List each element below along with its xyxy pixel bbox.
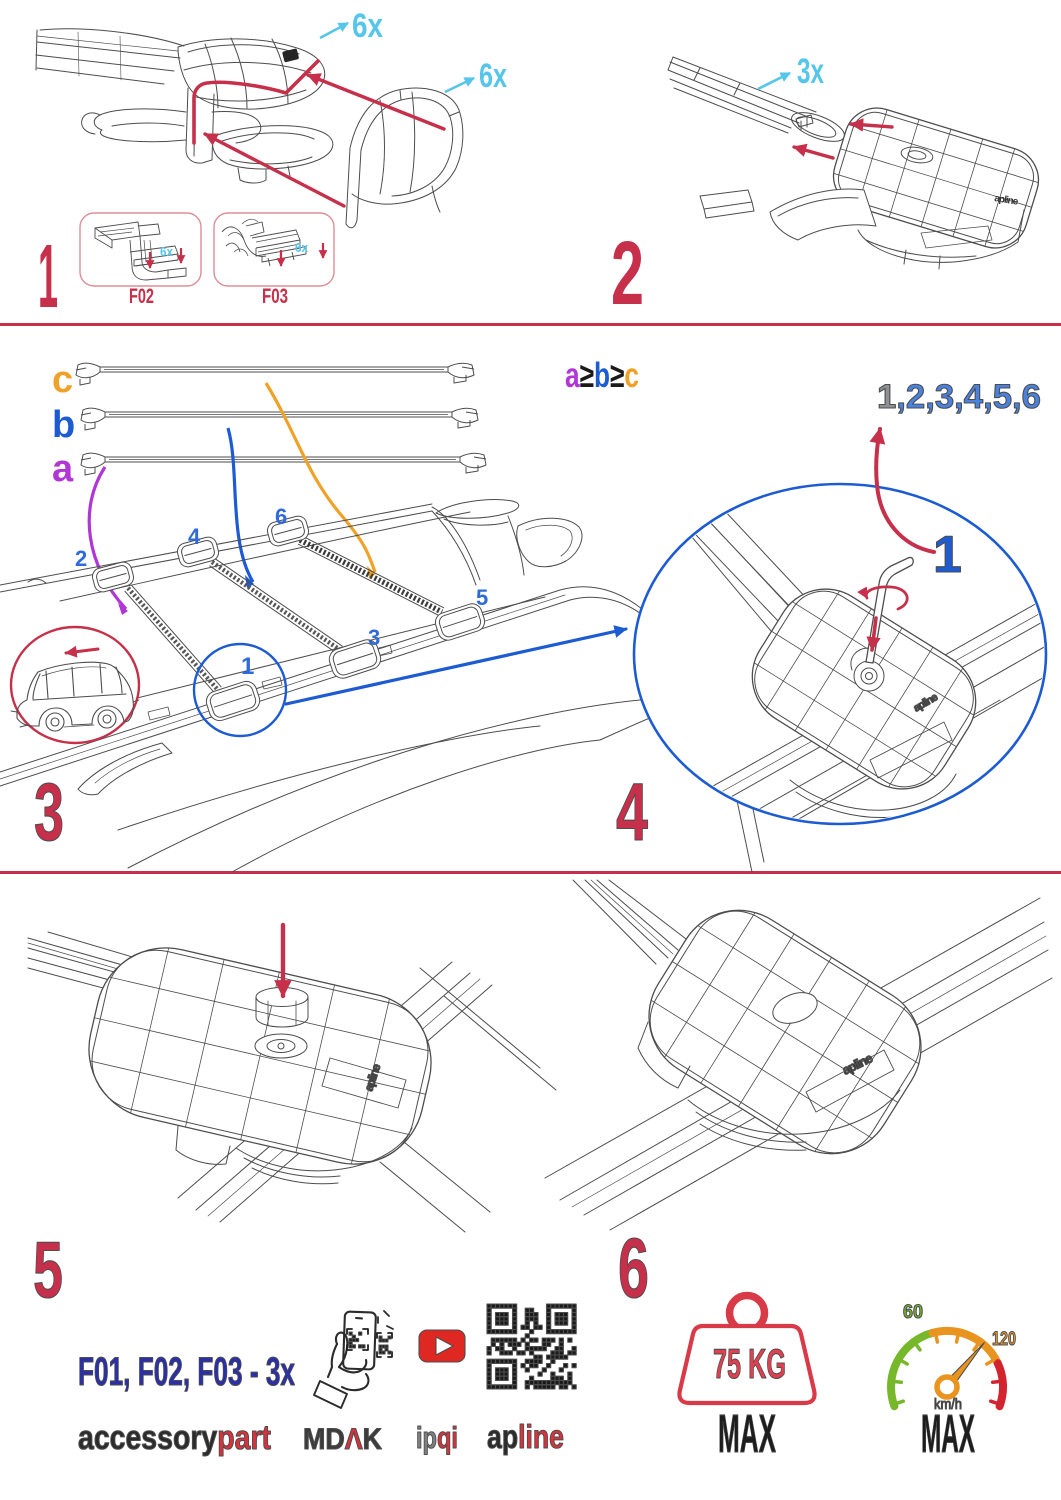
svg-text:6x: 6x	[160, 244, 174, 259]
svg-text:4: 4	[188, 524, 201, 549]
svg-text:MDΛK: MDΛK	[303, 1423, 382, 1456]
svg-text:120: 120	[992, 1329, 1016, 1350]
svg-text:2: 2	[611, 224, 644, 324]
svg-text:5: 5	[476, 585, 488, 610]
svg-text:6: 6	[275, 504, 287, 529]
svg-text:F02: F02	[129, 285, 154, 308]
svg-text:a≥b≥c: a≥b≥c	[565, 356, 639, 395]
svg-text:6x: 6x	[295, 240, 309, 255]
svg-text:6x: 6x	[352, 7, 383, 45]
svg-text:a: a	[52, 448, 74, 490]
svg-text:6x: 6x	[479, 57, 507, 95]
svg-text:1: 1	[241, 653, 254, 680]
svg-text:6: 6	[618, 1221, 649, 1315]
svg-text:5: 5	[33, 1225, 63, 1314]
svg-text:1,2,3,4,5,6: 1,2,3,4,5,6	[877, 378, 1041, 416]
svg-text:apline: apline	[994, 193, 1020, 208]
svg-text:1: 1	[933, 526, 962, 584]
svg-text:3: 3	[368, 625, 380, 650]
svg-text:MAX: MAX	[921, 1404, 975, 1464]
svg-text:b: b	[52, 404, 75, 446]
svg-text:apline: apline	[487, 1418, 564, 1455]
svg-text:ipqi: ipqi	[416, 1420, 458, 1455]
svg-text:75 KG: 75 KG	[713, 1340, 786, 1387]
svg-text:F01, F02, F03 - 3x: F01, F02, F03 - 3x	[78, 1350, 295, 1394]
svg-text:3x: 3x	[797, 52, 824, 91]
svg-text:MAX: MAX	[718, 1404, 776, 1464]
svg-text:c: c	[52, 359, 73, 401]
svg-text:2: 2	[75, 546, 87, 571]
svg-text:accessorypart: accessorypart	[78, 1419, 271, 1457]
svg-text:3: 3	[34, 767, 64, 858]
svg-text:60: 60	[903, 1302, 923, 1323]
svg-text:4: 4	[616, 767, 648, 858]
svg-text:km/h: km/h	[934, 1396, 962, 1413]
svg-text:F03: F03	[262, 285, 288, 308]
svg-text:1: 1	[38, 227, 58, 327]
